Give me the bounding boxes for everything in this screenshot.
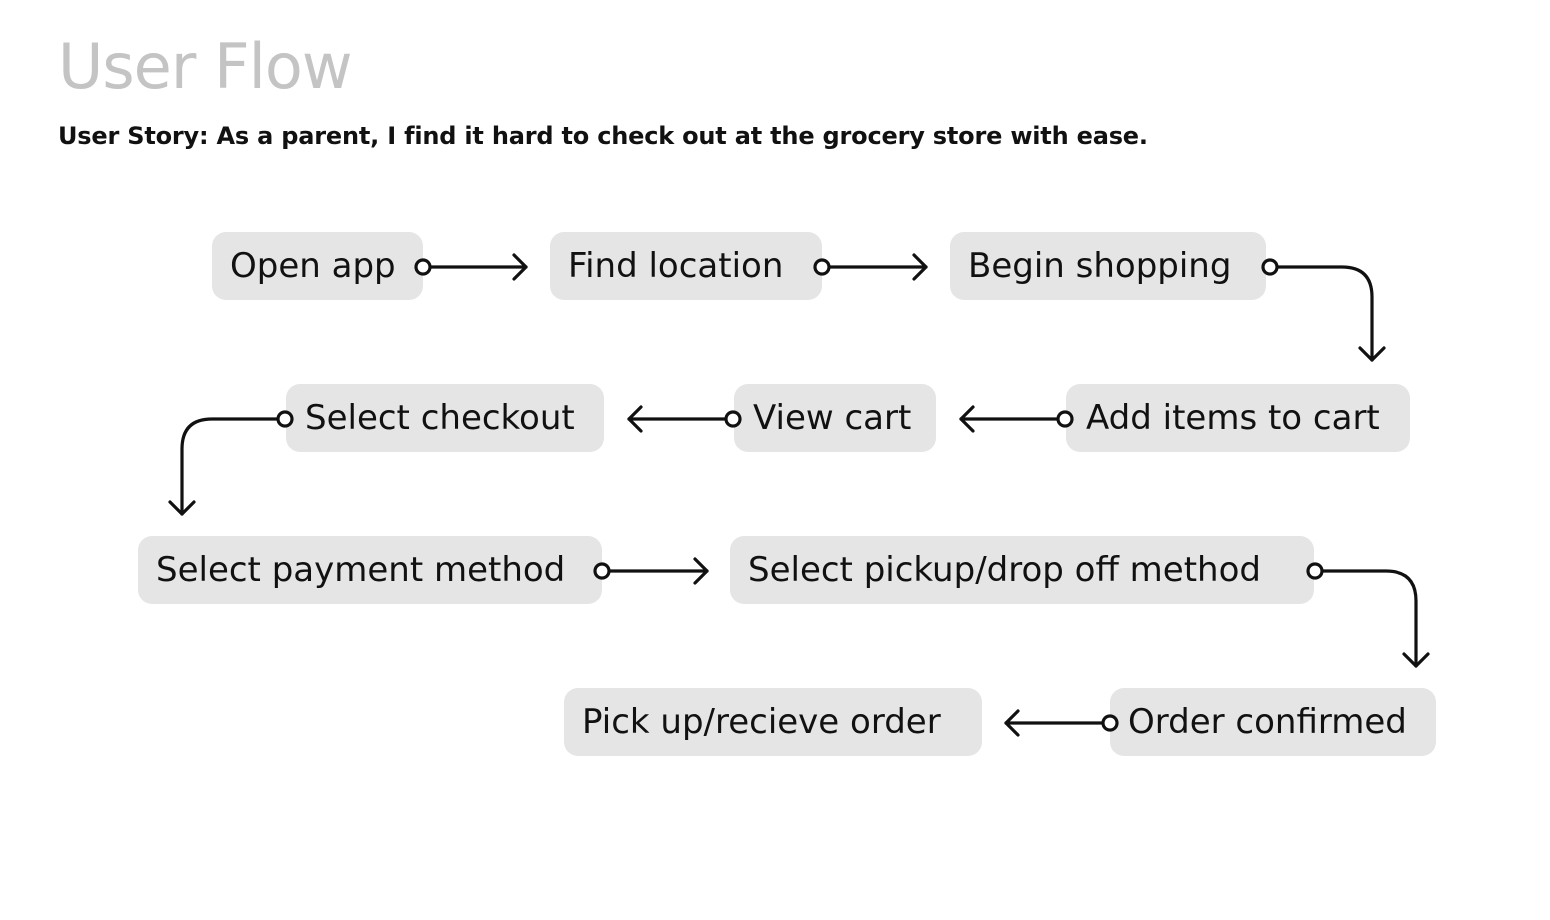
user-story: User Story: As a parent, I find it hard …: [58, 122, 1148, 150]
step-select-pickup-method: Select pickup/drop off method: [730, 536, 1314, 604]
connector-arrow: [813, 253, 928, 281]
step-open-app: Open app: [212, 232, 423, 300]
connector-arrow: [414, 253, 528, 281]
step-begin-shopping: Begin shopping: [950, 232, 1266, 300]
connector-arrow: [593, 557, 709, 585]
step-pick-up-receive-order: Pick up/recieve order: [564, 688, 982, 756]
step-find-location: Find location: [550, 232, 822, 300]
connector-arrow: [627, 405, 742, 433]
connector-arrow: [959, 405, 1074, 433]
connector-elbow-arrow: [1306, 562, 1430, 668]
step-view-cart: View cart: [734, 384, 936, 452]
connector-elbow-arrow: [168, 410, 294, 516]
connector-elbow-arrow: [1261, 258, 1386, 362]
step-order-confirmed: Order confirmed: [1110, 688, 1436, 756]
step-select-checkout: Select checkout: [286, 384, 604, 452]
step-add-items-to-cart: Add items to cart: [1066, 384, 1410, 452]
step-select-payment-method: Select payment method: [138, 536, 602, 604]
page-title: User Flow: [58, 30, 353, 103]
connector-arrow: [1004, 709, 1119, 737]
